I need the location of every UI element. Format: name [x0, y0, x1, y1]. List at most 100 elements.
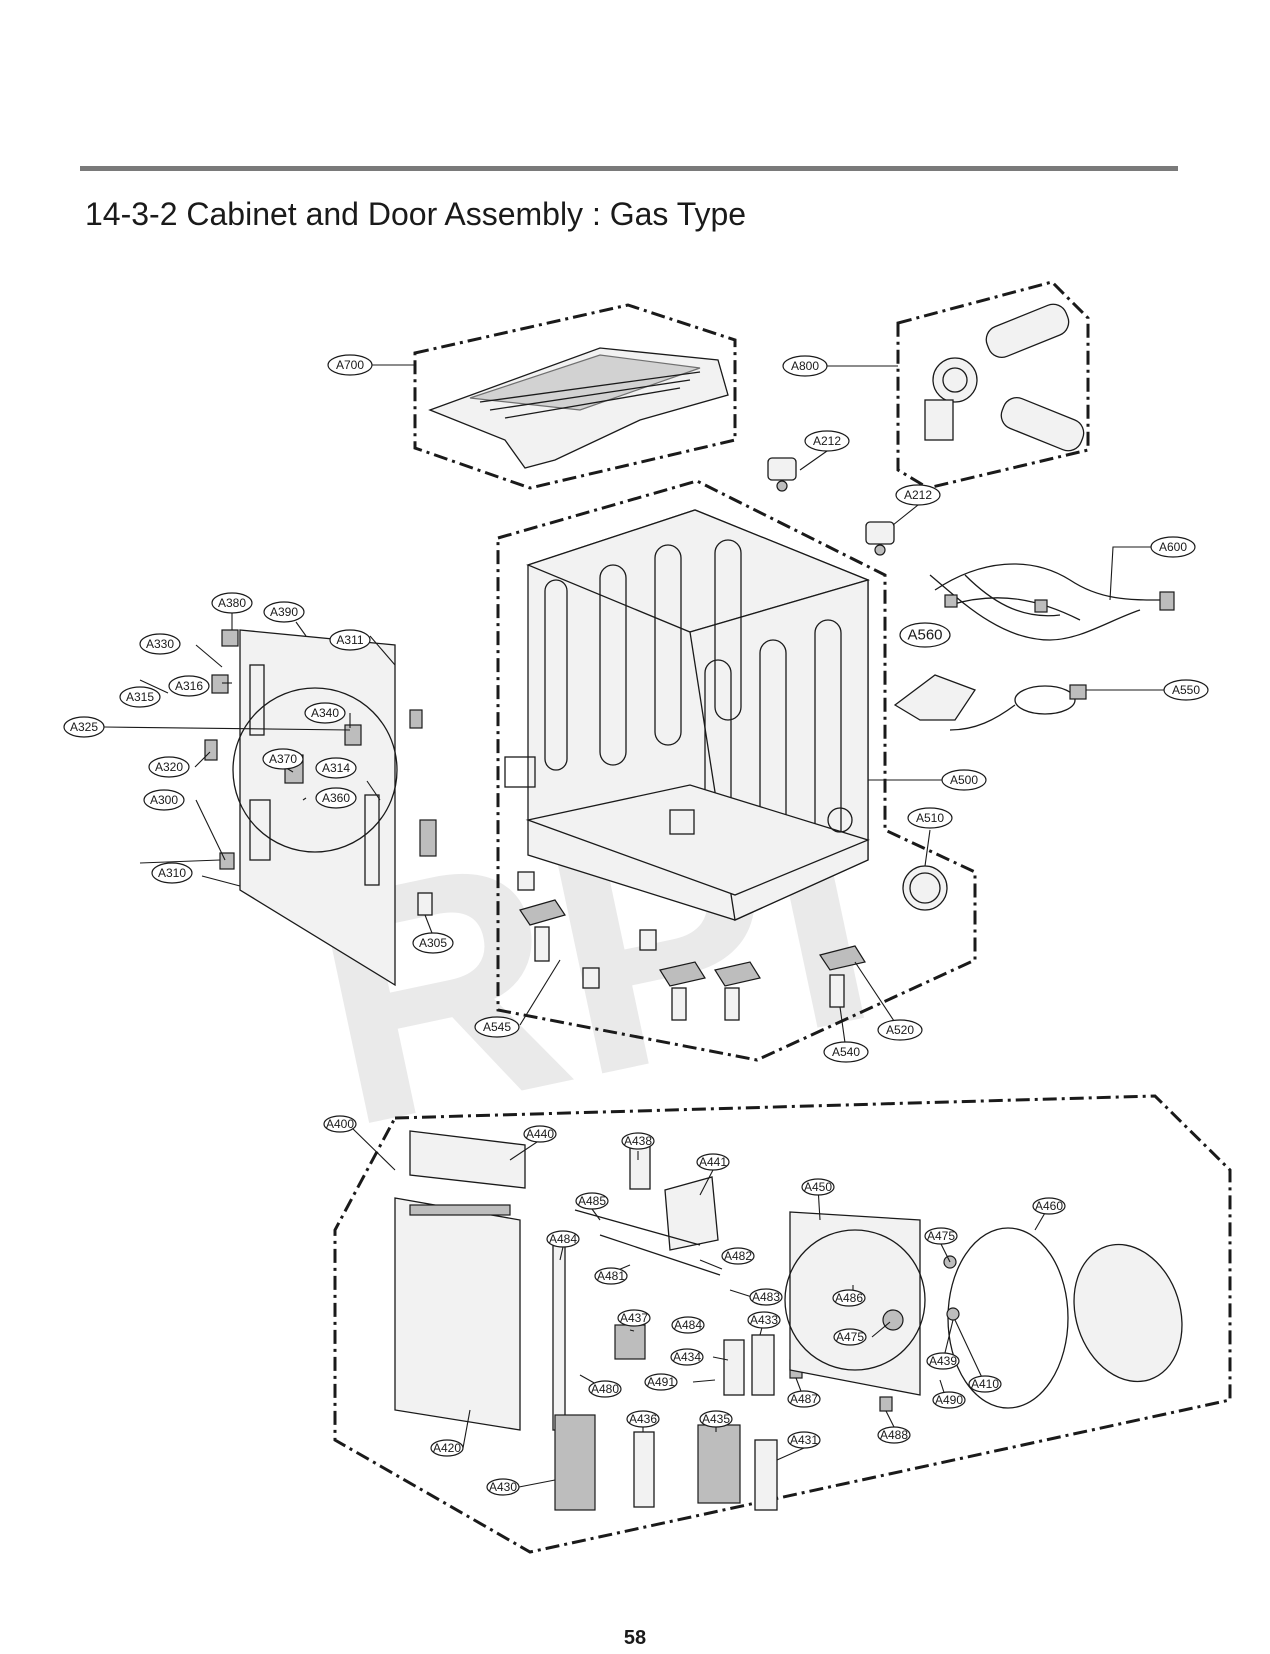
callout-A500: A500: [941, 769, 987, 791]
callout-A433: A433: [747, 1311, 781, 1329]
svg-text:A212: A212: [813, 434, 841, 448]
svg-text:A434: A434: [673, 1350, 701, 1364]
svg-text:A490: A490: [935, 1393, 963, 1407]
duct-part: [924, 303, 1085, 452]
callout-A434: A434: [670, 1348, 704, 1366]
callout-A430: A430: [486, 1478, 520, 1496]
svg-text:A700: A700: [336, 358, 364, 372]
callout-A435: A435: [699, 1410, 733, 1428]
svg-text:A437: A437: [620, 1311, 648, 1325]
callout-A483: A483: [749, 1288, 783, 1306]
callout-A482: A482: [721, 1247, 755, 1265]
callout-A700: A700: [327, 354, 373, 376]
svg-text:A330: A330: [146, 637, 174, 651]
svg-text:A380: A380: [218, 596, 246, 610]
svg-text:A460: A460: [1035, 1199, 1063, 1213]
svg-text:A340: A340: [311, 706, 339, 720]
callout-A484-bottom: A484: [671, 1316, 705, 1334]
callout-A420: A420: [430, 1439, 464, 1457]
svg-text:A433: A433: [750, 1313, 778, 1327]
svg-text:A480: A480: [591, 1382, 619, 1396]
svg-text:A491: A491: [647, 1375, 675, 1389]
power-cord-part: [949, 684, 1087, 731]
svg-text:A475: A475: [836, 1330, 864, 1344]
callout-A475-inner: A475: [833, 1328, 867, 1346]
callout-A488: A488: [877, 1426, 911, 1444]
header-rule: [80, 166, 1178, 171]
svg-text:A439: A439: [929, 1354, 957, 1368]
svg-text:A488: A488: [880, 1428, 908, 1442]
callout-A316: A316: [168, 675, 210, 697]
callout-A441: A441: [696, 1153, 730, 1171]
callout-A380: A380: [211, 592, 253, 614]
callout-A560: A560: [899, 622, 951, 648]
callout-A431: A431: [787, 1431, 821, 1449]
callout-A520: A520: [877, 1019, 923, 1041]
leveling-feet-parts: [517, 865, 948, 1021]
svg-text:A545: A545: [483, 1020, 511, 1034]
callout-A390: A390: [263, 601, 305, 623]
cabinet-part: [504, 509, 870, 921]
top-cover-part: [428, 347, 729, 469]
svg-text:A520: A520: [886, 1023, 914, 1037]
svg-text:A316: A316: [175, 679, 203, 693]
callout-A300: A300: [143, 789, 185, 811]
thermistor-part-2: [865, 521, 895, 556]
svg-text:A485: A485: [578, 1194, 606, 1208]
svg-text:A320: A320: [155, 760, 183, 774]
callout-A325: A325: [63, 716, 105, 738]
callout-A550: A550: [1163, 679, 1209, 701]
svg-text:A300: A300: [150, 793, 178, 807]
callout-A440: A440: [523, 1125, 557, 1143]
svg-text:A440: A440: [526, 1127, 554, 1141]
svg-text:A311: A311: [336, 633, 363, 647]
callout-A460: A460: [1032, 1197, 1066, 1215]
callout-A480: A480: [588, 1380, 622, 1398]
callout-A400: A400: [323, 1115, 357, 1133]
svg-text:A481: A481: [597, 1269, 625, 1283]
svg-text:A500: A500: [950, 773, 978, 787]
svg-text:A487: A487: [790, 1392, 818, 1406]
svg-text:A310: A310: [158, 866, 186, 880]
svg-text:A305: A305: [419, 936, 447, 950]
callout-A311: A311: [329, 629, 371, 651]
page-title: 14-3-2 Cabinet and Door Assembly : Gas T…: [85, 196, 747, 232]
page-number: 58: [623, 1627, 647, 1649]
callout-A212-top: A212: [804, 430, 850, 452]
svg-text:A314: A314: [322, 761, 350, 775]
svg-text:A370: A370: [269, 752, 297, 766]
svg-text:A560: A560: [907, 627, 942, 644]
callout-A320: A320: [148, 756, 190, 778]
callout-A450: A450: [801, 1178, 835, 1196]
callout-A510: A510: [907, 807, 953, 829]
svg-text:A435: A435: [702, 1412, 730, 1426]
svg-text:A420: A420: [433, 1441, 461, 1455]
callout-A360: A360: [315, 787, 357, 809]
wire-harness-part: [929, 563, 1175, 641]
callout-A436: A436: [626, 1410, 660, 1428]
svg-text:A430: A430: [489, 1480, 517, 1494]
callout-A600: A600: [1150, 536, 1196, 558]
svg-text:A540: A540: [832, 1045, 860, 1059]
group-boundary-top-cover: [413, 303, 737, 490]
group-boundary-cabinet: [496, 479, 977, 1062]
callout-A314: A314: [315, 757, 357, 779]
svg-text:A800: A800: [791, 359, 819, 373]
callout-A475-top: A475: [924, 1227, 958, 1245]
callout-A486: A486: [832, 1289, 866, 1307]
group-boundary-duct: [896, 280, 1090, 490]
callout-A315: A315: [119, 686, 161, 708]
callout-A370: A370: [262, 748, 304, 770]
svg-text:A486: A486: [835, 1291, 863, 1305]
callout-A340: A340: [304, 702, 346, 724]
callout-A487: A487: [787, 1390, 821, 1408]
svg-text:A441: A441: [699, 1155, 727, 1169]
callout-A484-top: A484: [546, 1230, 580, 1248]
svg-text:A475: A475: [927, 1229, 955, 1243]
door-assembly-parts: [394, 1130, 1183, 1511]
svg-text:A410: A410: [971, 1377, 999, 1391]
svg-text:A360: A360: [322, 791, 350, 805]
svg-text:A438: A438: [624, 1134, 652, 1148]
svg-text:A325: A325: [70, 720, 98, 734]
